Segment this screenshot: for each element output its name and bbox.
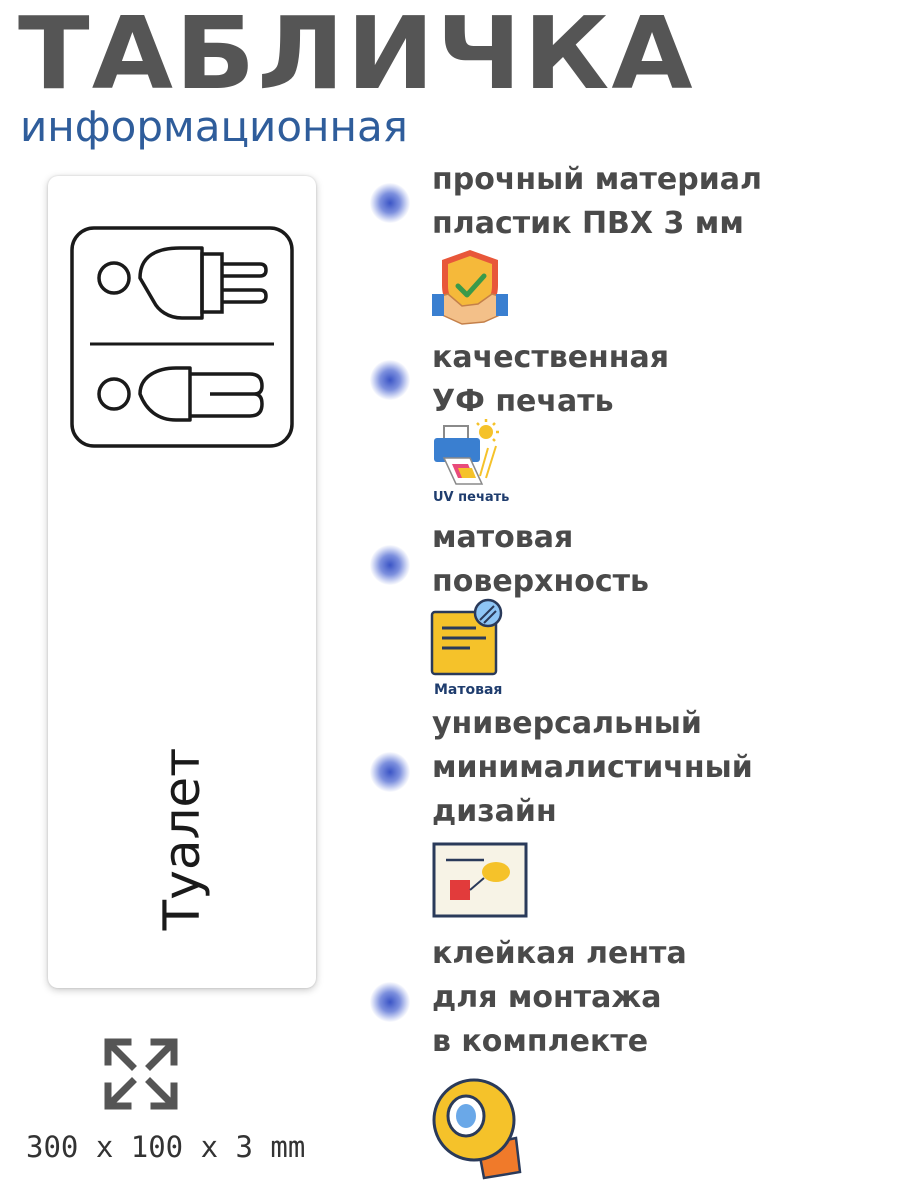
dimensions-text: 300 x 100 x 3 mm bbox=[26, 1130, 306, 1164]
feature-line: УФ печать bbox=[432, 384, 614, 419]
feature-line: прочный материал bbox=[432, 162, 762, 197]
uv-printer-icon bbox=[434, 419, 499, 485]
feature-line: в комплекте bbox=[432, 1024, 649, 1059]
bullet-dot bbox=[370, 183, 410, 223]
matte-caption: Матовая bbox=[434, 682, 503, 698]
feature-design: универсальный минималистичный дизайн bbox=[432, 702, 753, 834]
bullet-dot bbox=[370, 545, 410, 585]
feature-line: поверхность bbox=[432, 564, 649, 599]
feature-line: клейкая лента bbox=[432, 936, 687, 971]
page-subtitle: информационная bbox=[20, 102, 408, 151]
expand-arrows-icon bbox=[104, 1038, 178, 1110]
feature-line: качественная bbox=[432, 340, 670, 375]
uv-print-caption: UV печать bbox=[433, 490, 510, 505]
bullet-dot bbox=[370, 360, 410, 400]
feature-material: прочный материал пластик ПВХ 3 мм bbox=[432, 158, 762, 246]
feature-line: универсальный bbox=[432, 706, 702, 741]
feature-line: минималистичный bbox=[432, 750, 753, 785]
feature-matte: матовая поверхность bbox=[432, 516, 649, 604]
feature-line: дизайн bbox=[432, 794, 557, 829]
toilet-plug-pictogram-icon bbox=[70, 226, 294, 448]
feature-adhesive-tape: клейкая лента для монтажа в комплекте bbox=[432, 932, 687, 1064]
shield-handshake-icon bbox=[432, 250, 508, 325]
adhesive-tape-icon bbox=[432, 1078, 522, 1180]
feature-line: пластик ПВХ 3 мм bbox=[432, 206, 744, 241]
matte-sheet-icon bbox=[430, 598, 503, 676]
feature-line: матовая bbox=[432, 520, 574, 555]
feature-uv-print: качественная УФ печать bbox=[432, 336, 669, 424]
sign-plate: Туалет bbox=[48, 176, 316, 988]
bullet-dot bbox=[370, 752, 410, 792]
page-title: ТАБЛИЧКА bbox=[18, 0, 695, 112]
design-card-icon bbox=[432, 842, 528, 918]
feature-line: для монтажа bbox=[432, 980, 662, 1015]
sign-label: Туалет bbox=[153, 747, 211, 931]
bullet-dot bbox=[370, 982, 410, 1022]
